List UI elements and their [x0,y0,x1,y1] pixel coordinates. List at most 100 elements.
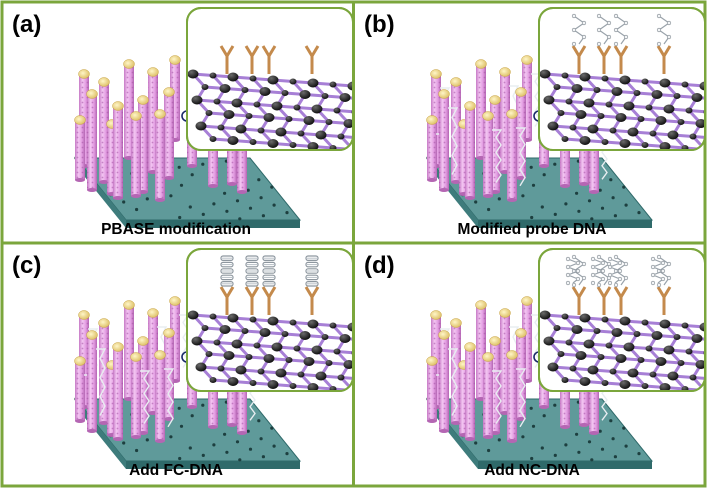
graphene-atom [637,116,645,122]
substrate-particle [474,200,478,204]
graphene-atom [219,84,231,93]
pbase-linker [596,45,612,74]
substrate-particle [285,211,289,215]
graphene-atom [227,136,239,145]
substrate-front [126,461,300,469]
substrate-particle [235,440,240,444]
substrate-particle [577,209,581,213]
graphene-atom [579,313,591,323]
graphene-atom [293,345,301,352]
nanotube-cap [515,328,527,338]
nanotube-cap [86,89,98,99]
graphene-atom [297,130,305,137]
graphene-atom [241,87,249,93]
nanotube-cap [506,109,518,119]
nanotube-cap [426,115,438,125]
substrate-particle [190,173,194,177]
graphene-atom [337,374,345,381]
graphene-atom [275,127,287,137]
graphene-atom [289,78,297,85]
graphene-atom [637,357,645,363]
graphene-atom [281,331,289,337]
graphene-atom [543,336,555,346]
substrate-particle [190,414,194,418]
substrate-particle [122,441,126,445]
substrate-particle [497,197,501,201]
graphene-atom [539,69,551,79]
graphene-atom [356,375,367,384]
substrate-particle [609,419,613,423]
graphene-atom [307,319,319,329]
nanotube [98,318,110,425]
graphene-atom [289,383,297,389]
graphene-atom [299,90,311,99]
nanotube-cap [78,69,90,79]
pbase-linker [219,286,235,315]
nanotube [450,77,462,184]
substrate-particle [531,424,536,428]
graphene-atom [271,342,283,352]
substrate-particle [553,162,557,166]
graphene-atom [321,93,329,99]
graphene-atom [659,142,671,150]
graphene-atom [315,371,327,381]
graphene-atom [325,119,333,125]
panel-c: (c)Add FC-DNA [12,248,377,479]
dna-strand-on-tube [448,107,459,175]
graphene-atom [611,328,623,337]
pbase-linker [571,45,587,74]
graphene-atom [267,139,279,148]
graphene-lattice [187,69,353,150]
nanotube [86,330,107,433]
graphene-atom [285,357,293,363]
graphene-atom [231,98,243,108]
nanotube-cap [123,300,135,310]
substrate-particle [590,458,594,462]
graphene-atom [370,389,377,395]
graphene-atom [695,119,705,128]
graphene-atom [601,316,609,323]
substrate-particle [497,438,501,442]
graphene-atom [285,116,293,122]
graphene-atom [593,328,601,334]
nanotube [154,350,175,443]
graphene-atom [645,104,653,111]
graphene-atom [655,357,667,366]
nanotube-cap [74,115,86,125]
nanotube-cap [154,109,166,119]
substrate-particle [531,183,536,187]
nanotube-cap [482,111,494,121]
graphene-atom [249,380,257,386]
graphene-atom [227,72,239,82]
graphene-atom [641,319,649,326]
graphene-atom [187,69,199,79]
substrate-particle [587,199,592,203]
graphene-atom [219,325,231,334]
graphene-atom [561,136,569,142]
graphene-atom [263,113,275,122]
substrate-particle [201,453,205,457]
graphene-atom [655,116,667,125]
graphene-atom [605,342,613,349]
nanotube-cap [137,95,149,105]
graphene-atom [611,87,623,96]
graphene-atom [553,84,561,90]
graphene-atom [553,325,561,331]
substrate-particle [598,188,602,192]
graphene-atom [209,377,217,383]
nanotube-cap [482,352,494,362]
graphene-atom [641,142,649,148]
graphene-atom [245,113,253,119]
graphene-atom [267,75,279,85]
graphene-inset [538,7,706,151]
substrate-particle [257,419,261,423]
graphene-atom [681,322,689,329]
substrate-particle [188,446,192,450]
substrate-particle [624,444,628,448]
substrate-particle [521,435,525,439]
nanotube-cap [147,67,159,77]
substrate-particle [542,414,546,418]
graphene-atom [609,127,617,134]
panel-label: (c) [12,252,41,279]
graphene-atom [307,383,319,391]
